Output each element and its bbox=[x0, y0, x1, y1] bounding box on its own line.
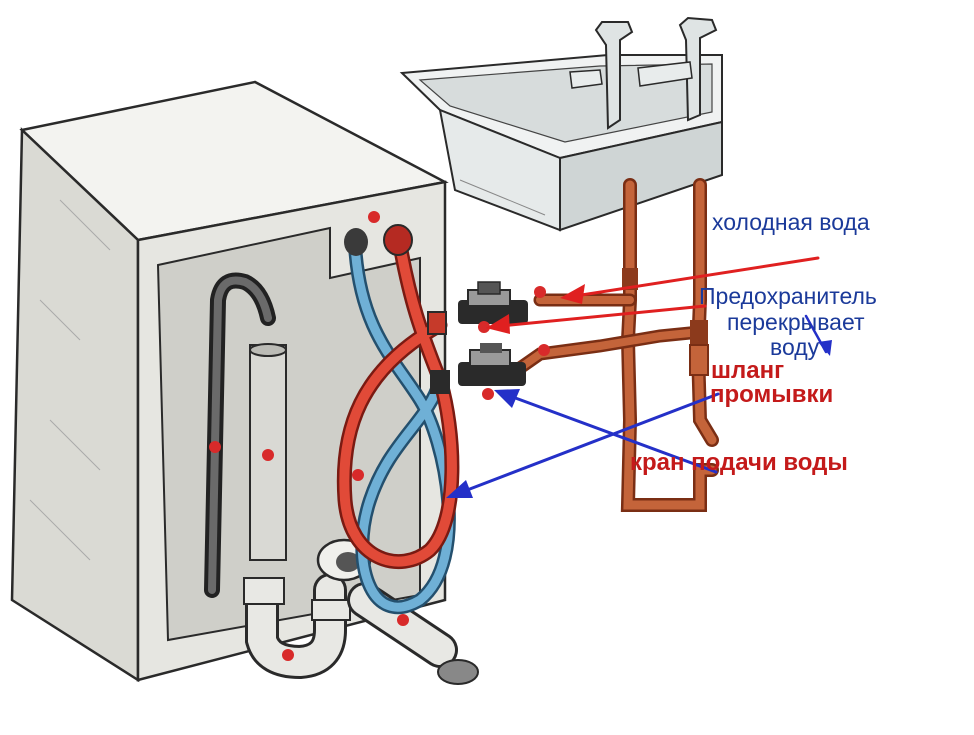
label-hose-line2: промывки bbox=[710, 381, 834, 408]
arrow-cold-water bbox=[573, 256, 820, 298]
label-protector-line3: воду bbox=[770, 334, 820, 360]
label-cold-water: холодная вода bbox=[712, 209, 870, 235]
annotation-arrows bbox=[446, 256, 832, 498]
shutoff-valve-illustration bbox=[458, 281, 550, 400]
water-hoses bbox=[336, 224, 460, 615]
label-hose-line1: шланг bbox=[711, 357, 785, 384]
sink-illustration bbox=[399, 16, 723, 232]
drain-siphon-illustration bbox=[243, 538, 479, 685]
copper-pipes bbox=[513, 178, 719, 512]
arrow-protector bbox=[498, 304, 707, 328]
label-protector-line2: перекрывает bbox=[727, 309, 865, 335]
arrow-hose bbox=[460, 392, 720, 494]
label-protector-line1: Предохранитель bbox=[699, 283, 877, 309]
label-water-valve: кран подачи воды bbox=[630, 449, 848, 476]
